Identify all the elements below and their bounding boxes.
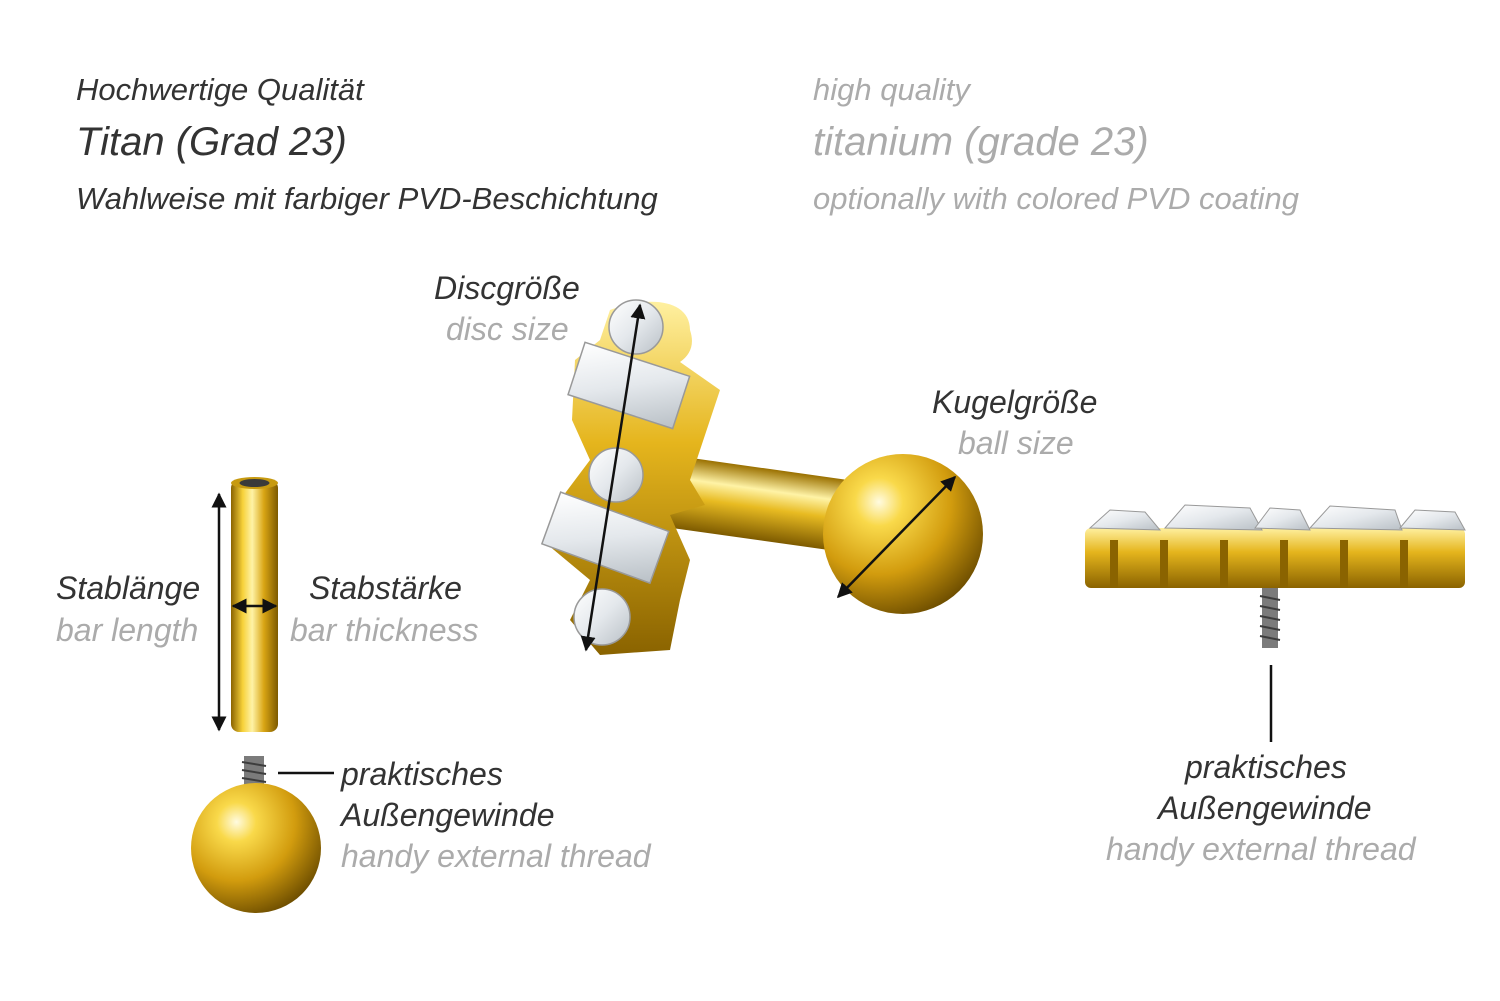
ball-size-label-en: ball size [958, 425, 1074, 461]
stud-ball-icon [823, 454, 983, 614]
header-quality-en: high quality [813, 72, 970, 107]
header-coating-de: Wahlweise mit farbiger PVD-Beschichtung [76, 181, 658, 216]
header-coating-en: optionally with colored PVD coating [813, 181, 1299, 216]
header-material-de: Titan (Grad 23) [76, 120, 347, 164]
bar-thickness-label-en: bar thickness [290, 612, 479, 648]
disc-size-label-en: disc size [446, 311, 569, 347]
thread-right-label-de-1: praktisches [1185, 749, 1347, 785]
disc-size-arrow [580, 303, 646, 652]
header-quality-de: Hochwertige Qualität [76, 72, 364, 107]
ball-size-arrow [836, 475, 957, 599]
bar-icon [231, 477, 278, 732]
thread-left-label-de-2: Außengewinde [341, 797, 555, 833]
bar-length-label-en: bar length [56, 612, 199, 648]
bar-thickness-label-de: Stabstärke [309, 570, 462, 606]
thread-right-label-en: handy external thread [1106, 831, 1416, 867]
bar-length-label-de: Stablänge [56, 570, 201, 606]
header-material-en: titanium (grade 23) [813, 120, 1149, 164]
gold-ball-icon [191, 783, 321, 913]
thread-right-label-de-2: Außengewinde [1158, 790, 1372, 826]
thread-left-label-de-1: praktisches [341, 756, 503, 792]
disc-size-label-de: Discgröße [434, 270, 580, 306]
crystal-top-icon [1085, 504, 1466, 648]
ball-size-label-de: Kugelgröße [932, 384, 1098, 420]
thread-left-label-en: handy external thread [341, 838, 651, 874]
